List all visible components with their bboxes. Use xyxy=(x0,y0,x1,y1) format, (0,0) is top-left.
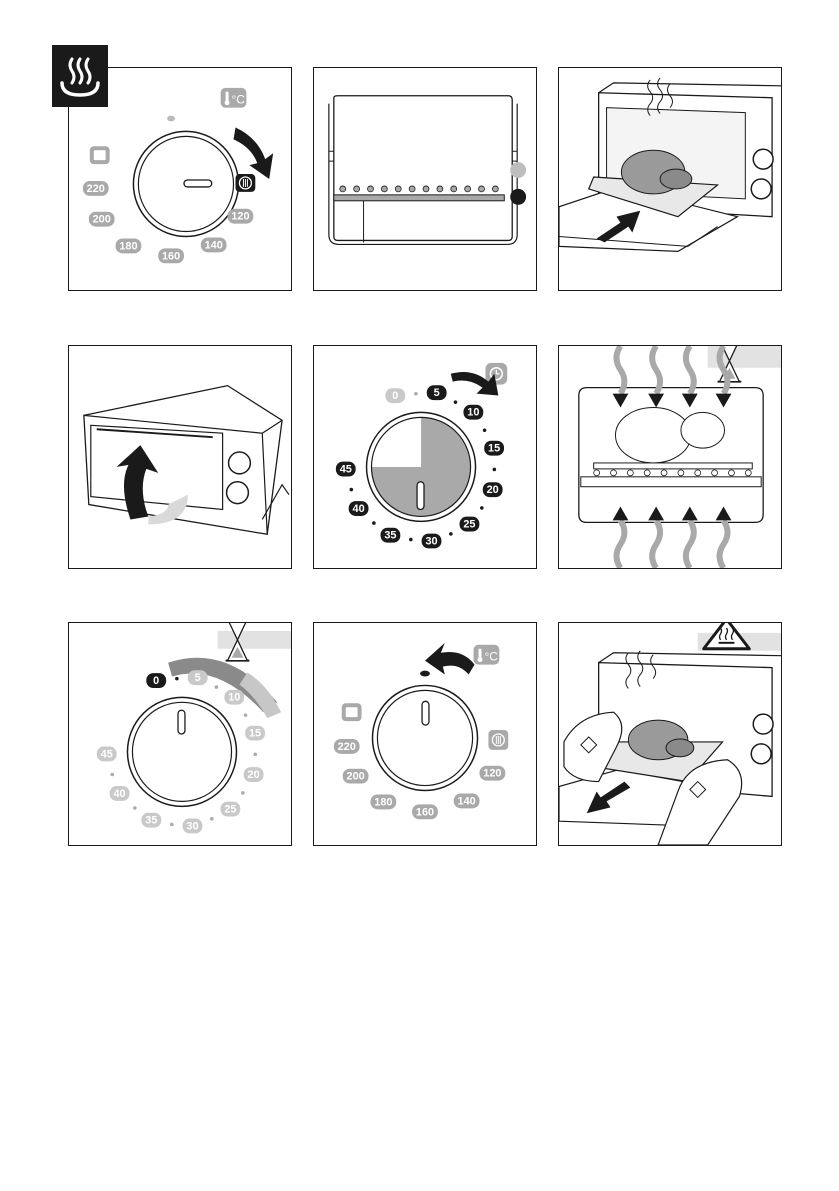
mark-220: 220 xyxy=(338,741,356,753)
timer-mark-40: 40 xyxy=(113,788,125,800)
clockwise-arrow xyxy=(234,127,274,179)
timer-tick-dot xyxy=(210,817,214,821)
panel-timer-dial: 0 5 10 15 20 25 30 35 40 45 xyxy=(313,345,537,569)
steam-mode-icon xyxy=(236,174,256,192)
timer-tick-dot xyxy=(170,823,174,827)
timer-tick-dot xyxy=(110,773,114,777)
steam-badge xyxy=(52,45,108,107)
roast-chicken xyxy=(615,407,690,462)
timer-tick-dot xyxy=(175,677,179,681)
mark-140: 140 xyxy=(458,795,476,807)
steam-mode-icon xyxy=(488,730,508,750)
mark-200: 200 xyxy=(347,771,365,783)
oven-knob-bottom[interactable] xyxy=(751,179,771,199)
timer-mark-20: 20 xyxy=(248,769,260,781)
timer-mark-35: 35 xyxy=(384,530,396,542)
thermometer-icon: °C xyxy=(474,645,500,665)
timer-tick-dot xyxy=(372,521,376,525)
oven-cavity xyxy=(334,96,512,241)
knob-pointer xyxy=(184,180,212,187)
panel-cooking xyxy=(558,345,782,569)
mark-140: 140 xyxy=(205,239,223,251)
panel-rack-position xyxy=(313,67,537,291)
mark-160: 160 xyxy=(416,806,434,818)
panel-insert-tray xyxy=(558,67,782,291)
panel-remove-tray xyxy=(558,622,782,846)
timer-mark-30: 30 xyxy=(425,535,437,547)
mark-120: 120 xyxy=(483,768,501,780)
timer-mark-10: 10 xyxy=(467,407,479,419)
counter-clockwise-arrow xyxy=(425,643,475,675)
oven-light-icon xyxy=(342,703,362,721)
mark-180: 180 xyxy=(119,240,137,252)
timer-mark-5: 5 xyxy=(434,387,440,399)
svg-text:°C: °C xyxy=(232,93,246,107)
timer-tick-dot xyxy=(244,713,248,717)
timer-tick-dot xyxy=(493,468,497,472)
mark-220: 220 xyxy=(87,183,105,195)
timer-mark-20: 20 xyxy=(487,484,499,496)
steam-icon xyxy=(52,45,108,107)
off-dot xyxy=(167,116,175,122)
lower-position-dark xyxy=(510,189,526,205)
mark-180: 180 xyxy=(374,796,392,808)
oven-knob-top[interactable] xyxy=(753,714,773,734)
timer-tick-dot xyxy=(215,685,219,689)
timer-tick-dot xyxy=(409,538,413,542)
timer-mark-10: 10 xyxy=(228,692,240,704)
thermometer-icon: °C xyxy=(221,88,247,108)
timer-tick-dot xyxy=(350,488,354,492)
timer-mark-25: 25 xyxy=(224,804,236,816)
knob-pointer xyxy=(417,482,424,510)
timer-mark-30: 30 xyxy=(186,820,198,832)
mark-120: 120 xyxy=(231,211,249,223)
timer-tick-dot xyxy=(133,806,137,810)
timer-mark-15: 15 xyxy=(249,728,261,740)
oven-knob-top[interactable] xyxy=(229,452,251,474)
timer-mark-40: 40 xyxy=(353,503,365,515)
timer-tick-dot xyxy=(449,532,453,536)
timer-tick-dot xyxy=(241,791,245,795)
oven-light-icon xyxy=(90,146,110,164)
oven-knob-bottom[interactable] xyxy=(227,482,249,504)
timer-mark-5: 5 xyxy=(195,672,201,684)
svg-text:°C: °C xyxy=(484,650,498,664)
upper-position-light xyxy=(510,162,526,178)
timer-mark-45: 45 xyxy=(340,464,352,476)
timer-mark-15: 15 xyxy=(488,443,500,455)
panel-temperature-off: °C 220 200 180 160 140 120 xyxy=(313,622,537,846)
wire-rack[interactable] xyxy=(334,195,504,201)
panel-close-door xyxy=(68,345,292,569)
timer-tick-dot xyxy=(414,392,418,396)
mark-200: 200 xyxy=(93,214,111,226)
timer-mark-45: 45 xyxy=(101,748,113,760)
mark-160: 160 xyxy=(162,250,180,262)
oven-knob-bottom[interactable] xyxy=(751,744,771,764)
off-dot xyxy=(420,671,430,677)
timer-mark-0: 0 xyxy=(153,675,159,687)
knob-pointer xyxy=(422,701,429,725)
timer-mark-35: 35 xyxy=(145,815,157,827)
knob-pointer xyxy=(178,710,185,734)
oven-knob-top[interactable] xyxy=(753,149,773,169)
timer-mark-25: 25 xyxy=(463,519,475,531)
panel-timer-countdown: 0 5 10 15 20 25 30 35 40 45 xyxy=(68,622,292,846)
timer-tick-dot xyxy=(480,506,484,510)
timer-mark-0: 0 xyxy=(392,390,398,402)
timer-tick-dot xyxy=(454,400,458,404)
oven-door[interactable] xyxy=(91,425,223,509)
timer-tick-dot xyxy=(483,428,487,432)
timer-tick-dot xyxy=(253,753,257,757)
